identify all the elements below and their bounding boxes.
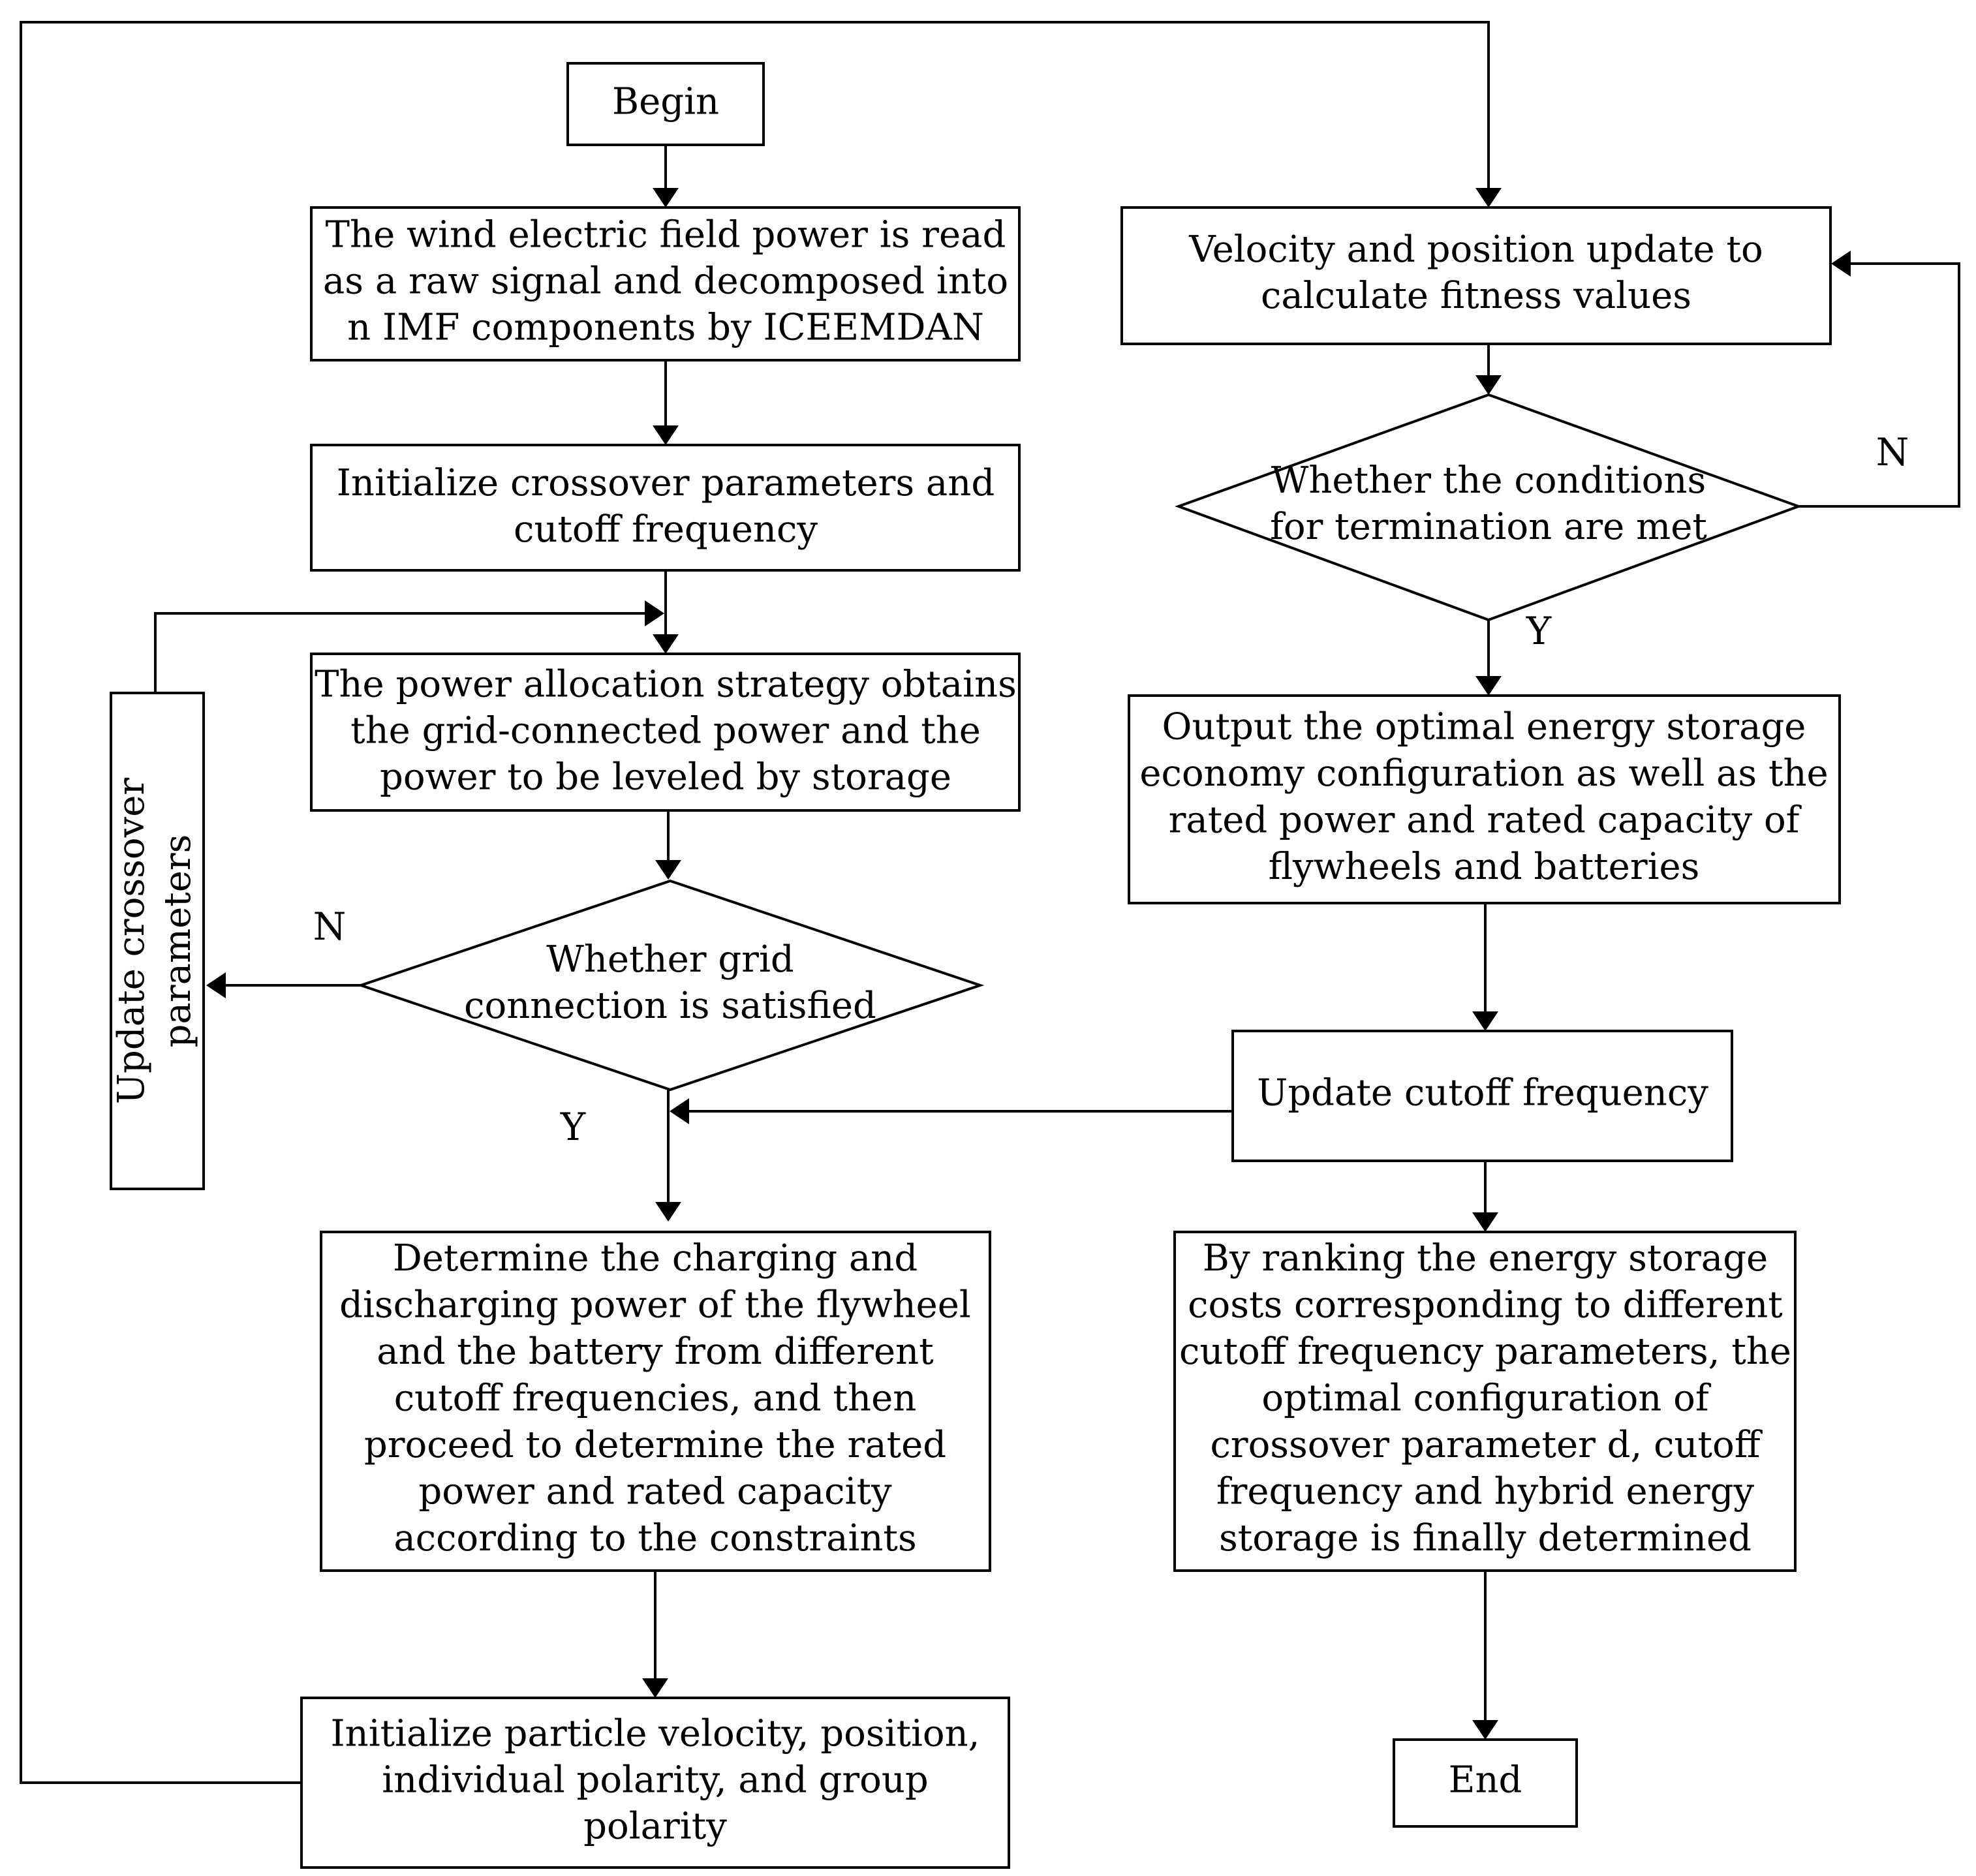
arrowhead-update-cutoff-to-yes [670,1098,689,1124]
termination-yes-label: Y [1526,609,1552,653]
determine-power-label-line: Determine the charging and [393,1237,918,1280]
end-label-line: End [1449,1759,1522,1802]
arrowhead-determine-to-particle [642,1678,668,1698]
update-crossover-box [110,692,205,1190]
init-particle-label-line: Initialize particle velocity, position, [331,1713,980,1755]
velocity-update-label-line: calculate fitness values [1261,275,1691,317]
termination-decision-label-line: for termination are met [1270,506,1707,548]
arrowhead-ranking-to-end [1472,1720,1498,1740]
begin-box [566,62,765,146]
update-cutoff-label: Update cutoff frequency [1257,1072,1708,1115]
update-crossover-label-line: parameters [157,835,199,1048]
output-optimal-label-line: rated power and rated capacity of [1169,799,1802,841]
init-particle-label: Initialize particle velocity, position,i… [331,1713,980,1848]
read-signal-label-line: n IMF components by ICEEMDAN [347,307,984,349]
arrowhead-particle-to-velocity [1475,188,1502,208]
velocity-update-label-line: Velocity and position update to [1188,228,1763,271]
output-optimal-label-line: Output the optimal energy storage [1162,705,1806,748]
begin-label: Begin [612,81,719,123]
power-allocation-box [310,653,1021,812]
loop-update-crossover-to-allocation [154,612,649,693]
determine-power-label-line: according to the constraints [394,1517,916,1560]
arrowhead-allocation-to-decision [655,860,681,880]
init-particle-label-line: polarity [583,1806,727,1848]
determine-power-label-line: cutoff frequencies, and then [394,1377,917,1420]
arrowhead-output-to-update-cutoff [1472,1011,1498,1031]
arrowhead-grid-no [206,972,226,998]
ranking-label-line: crossover parameter d, cutoff [1210,1424,1763,1466]
end-box [1393,1738,1578,1828]
determine-power-label-line: proceed to determine the rated [364,1424,946,1466]
ranking-label-line: optimal configuration of [1261,1377,1711,1420]
shapes [110,62,1841,1869]
determine-power-label-line: power and rated capacity [418,1471,892,1513]
arrowhead-update-cutoff-to-ranking [1472,1212,1498,1232]
velocity-update-box [1120,206,1832,345]
grid-decision-diamond [356,879,985,1092]
ranking-label-line: storage is finally determined [1219,1517,1752,1560]
determine-power-box [320,1231,991,1572]
termination-decision-diamond [1175,393,1802,622]
arrowhead-grid-yes [655,1202,681,1222]
read-signal-label-line: The wind electric field power is read [326,214,1006,256]
arrowhead-init-to-allocation [653,634,679,654]
node-labels: Begin The wind electric field power is r… [110,81,1829,1848]
init-crossover-label-line: Initialize crossover parameters and [337,462,995,504]
arrowhead-termination-yes [1475,676,1502,696]
loop-particle-to-velocity [20,21,1490,1784]
grid-decision-label-line: Whether grid [546,938,794,981]
update-cutoff-label-line: Update cutoff frequency [1257,1072,1708,1115]
output-optimal-label-line: economy configuration as well as the [1139,752,1828,795]
branch-labels: N Y N Y [313,430,1909,1149]
grid-no-label: N [313,904,347,949]
read-signal-box [310,206,1021,361]
ranking-label-line: frequency and hybrid energy [1216,1471,1755,1513]
update-cutoff-box [1231,1030,1733,1162]
ranking-label-line: cutoff frequency parameters, the [1179,1330,1791,1373]
end-label: End [1449,1759,1522,1802]
termination-no-label: N [1876,430,1909,474]
arrowhead-velocity-to-termination [1475,375,1502,395]
grid-yes-label: Y [560,1105,586,1149]
update-crossover-label-line: Update crossover [110,778,153,1105]
begin-label-line: Begin [612,81,719,123]
init-particle-label-line: individual polarity, and group [382,1759,928,1802]
output-optimal-box [1128,694,1841,904]
power-allocation-label-line: The power allocation strategy obtains [315,664,1017,706]
power-allocation-label-line: the grid-connected power and the [350,710,981,752]
ranking-label-line: By ranking the energy storage [1203,1237,1768,1280]
arrowhead-begin-to-read [653,188,679,208]
arrowhead-read-to-init [653,425,679,445]
arrowhead-termination-no [1831,251,1851,277]
ranking-label-line: costs corresponding to different [1188,1284,1783,1327]
ranking-box [1173,1231,1797,1572]
termination-decision-label-line: Whether the conditions [1271,459,1706,502]
power-allocation-label-line: power to be leveled by storage [380,756,951,799]
init-crossover-label-line: cutoff frequency [514,508,818,551]
loop-termination-no [1798,262,1960,508]
grid-decision-label-line: connection is satisfied [464,985,876,1027]
output-optimal-label-line: flywheels and batteries [1269,846,1700,888]
connectors [20,21,1960,1784]
determine-power-label-line: and the battery from different [377,1330,934,1373]
determine-power-label-line: discharging power of the flywheel [339,1284,971,1327]
read-signal-label-line: as a raw signal and decomposed into [323,260,1008,303]
arrowhead-update-crossover-loop [645,600,664,626]
init-particle-box [300,1697,1010,1869]
init-crossover-box [310,444,1021,572]
